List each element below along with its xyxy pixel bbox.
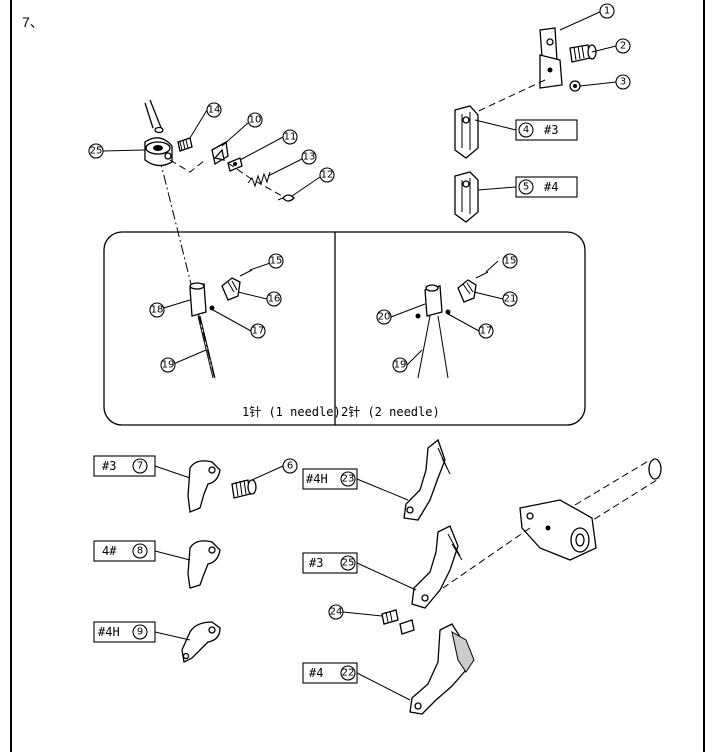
callout-24: 24 bbox=[328, 604, 344, 620]
label-part-9: #4H bbox=[98, 625, 120, 639]
callout-22: 22 bbox=[340, 665, 356, 681]
label-part-4: #3 bbox=[544, 123, 558, 137]
label-part-22: #4 bbox=[309, 666, 323, 680]
callout-8: 8 bbox=[132, 543, 148, 559]
svg-text:25: 25 bbox=[342, 558, 355, 569]
svg-text:3: 3 bbox=[620, 77, 626, 88]
callout-23: 23 bbox=[340, 471, 356, 487]
callout-20: 20 bbox=[376, 309, 392, 325]
callout-15a: 15 bbox=[268, 253, 284, 269]
label-part-5: #4 bbox=[544, 180, 558, 194]
one-needle-caption: 1针 (1 needle) bbox=[242, 404, 341, 419]
svg-text:5: 5 bbox=[523, 182, 529, 193]
svg-text:8: 8 bbox=[137, 546, 143, 557]
callout-17a: 17 bbox=[250, 323, 266, 339]
svg-text:10: 10 bbox=[249, 115, 262, 126]
svg-text:19: 19 bbox=[162, 360, 175, 371]
svg-text:11: 11 bbox=[284, 132, 297, 143]
callout-11: 11 bbox=[282, 129, 298, 145]
svg-text:19: 19 bbox=[394, 360, 407, 371]
presser-bar-assembly bbox=[381, 438, 662, 715]
svg-text:13: 13 bbox=[303, 152, 316, 163]
page-title: 7、 bbox=[22, 14, 44, 30]
svg-text:16: 16 bbox=[268, 294, 281, 305]
svg-text:20: 20 bbox=[378, 312, 391, 323]
svg-text:15: 15 bbox=[270, 256, 283, 267]
callout-9: 9 bbox=[132, 624, 148, 640]
callout-17b: 17 bbox=[478, 323, 494, 339]
svg-text:4: 4 bbox=[523, 125, 529, 136]
presser-foot-assembly bbox=[454, 27, 597, 223]
svg-text:23: 23 bbox=[342, 474, 355, 485]
svg-text:18: 18 bbox=[151, 305, 164, 316]
label-part-7: #3 bbox=[102, 459, 116, 473]
svg-text:7: 7 bbox=[137, 461, 143, 472]
callout-21: 21 bbox=[502, 291, 518, 307]
needle-inset: 1针 (1 needle) 2针 (2 needle) bbox=[103, 231, 586, 426]
callout-14: 14 bbox=[206, 102, 222, 118]
callout-10: 10 bbox=[247, 112, 263, 128]
callout-2: 2 bbox=[615, 38, 631, 54]
leader-lines bbox=[102, 10, 617, 701]
callout-4: 4 bbox=[518, 122, 534, 138]
svg-text:1: 1 bbox=[604, 6, 610, 17]
callout-18: 18 bbox=[149, 302, 165, 318]
svg-text:6: 6 bbox=[287, 461, 293, 472]
callout-1: 1 bbox=[599, 3, 615, 19]
label-part-8: 4# bbox=[102, 544, 117, 558]
callout-3: 3 bbox=[615, 74, 631, 90]
svg-text:17: 17 bbox=[480, 326, 493, 337]
callout-12: 12 bbox=[319, 167, 335, 183]
callouts: 1 2 3 4 5 6 7 8 9 10 11 12 13 14 25 15 1… bbox=[88, 3, 631, 681]
callout-15b: 15 bbox=[502, 253, 518, 269]
diagram-frame bbox=[10, 0, 705, 752]
svg-text:14: 14 bbox=[208, 105, 221, 116]
svg-text:15: 15 bbox=[504, 256, 517, 267]
svg-text:24: 24 bbox=[330, 607, 343, 618]
label-part-23: #4H bbox=[306, 472, 328, 486]
svg-text:2: 2 bbox=[620, 41, 626, 52]
callout-6: 6 bbox=[282, 458, 298, 474]
svg-text:12: 12 bbox=[321, 170, 334, 181]
svg-text:25: 25 bbox=[90, 146, 103, 157]
callout-19b: 19 bbox=[392, 357, 408, 373]
two-needle-caption: 2针 (2 needle) bbox=[341, 404, 440, 419]
needle-bar-assembly bbox=[144, 99, 295, 381]
svg-text:22: 22 bbox=[342, 668, 355, 679]
svg-text:17: 17 bbox=[252, 326, 265, 337]
guide-plates bbox=[181, 460, 257, 663]
callout-16: 16 bbox=[266, 291, 282, 307]
callout-25a: 25 bbox=[88, 143, 104, 159]
callout-5: 5 bbox=[518, 179, 534, 195]
callout-25b: 25 bbox=[340, 555, 356, 571]
label-part-25: #3 bbox=[309, 556, 323, 570]
callout-19a: 19 bbox=[160, 357, 176, 373]
callout-7: 7 bbox=[132, 458, 148, 474]
svg-text:21: 21 bbox=[504, 294, 517, 305]
svg-text:9: 9 bbox=[137, 627, 143, 638]
callout-13: 13 bbox=[301, 149, 317, 165]
